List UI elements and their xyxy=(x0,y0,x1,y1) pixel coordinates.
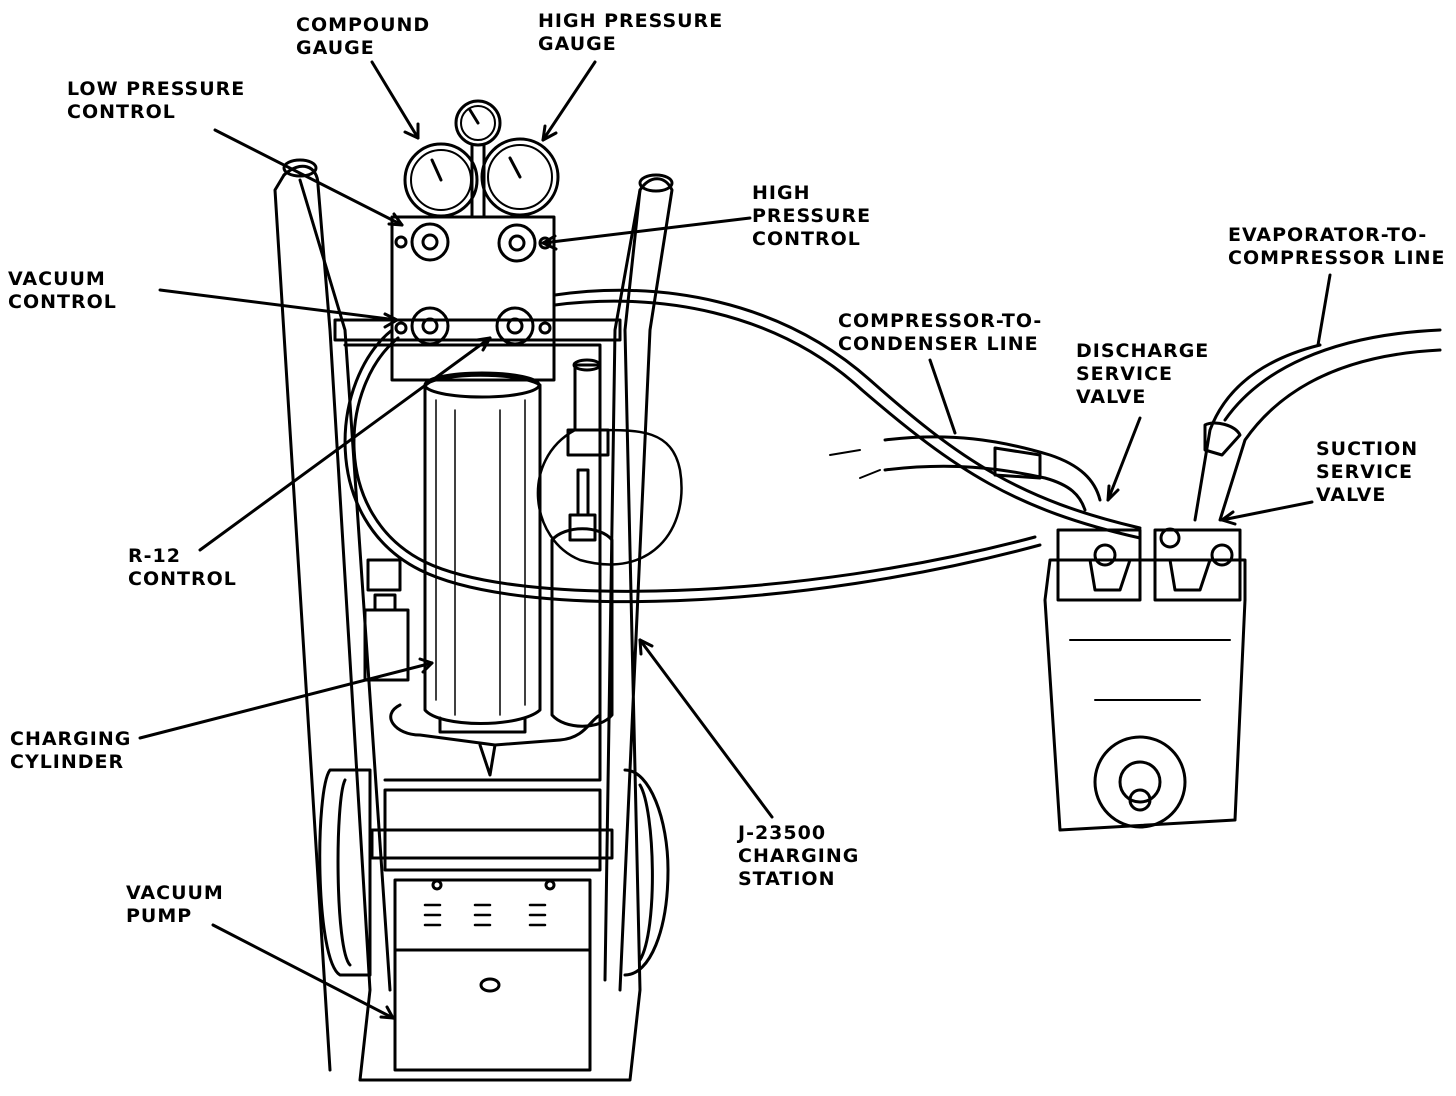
leader-lines xyxy=(138,60,1332,1020)
label-vacuum-pump: VACUUM PUMP xyxy=(126,882,224,927)
filter-canister xyxy=(363,558,410,682)
label-r12-control: R-12 CONTROL xyxy=(128,545,237,590)
label-compound-gauge: COMPOUND GAUGE xyxy=(296,14,431,59)
label-vacuum-control: VACUUM CONTROL xyxy=(8,268,117,313)
station-hoses xyxy=(343,288,1142,777)
label-suction-service-valve: SUCTION SERVICE VALVE xyxy=(1316,438,1419,506)
refrigerant-tank xyxy=(550,358,614,728)
label-charging-station: J-23500 CHARGING STATION xyxy=(738,822,860,890)
system-lines xyxy=(829,328,1442,522)
cart-wheels xyxy=(318,768,670,977)
label-discharge-service-valve: DISCHARGE SERVICE VALVE xyxy=(1076,340,1210,408)
cart-frame xyxy=(273,158,674,1082)
label-low-pressure-control: LOW PRESSURE CONTROL xyxy=(67,78,246,123)
label-high-pressure-control: HIGH PRESSURE CONTROL xyxy=(752,182,872,250)
compressor xyxy=(1043,527,1247,832)
vacuum-pump xyxy=(370,788,614,1072)
label-charging-cylinder: CHARGING CYLINDER xyxy=(10,728,132,773)
label-evaporator-to-compressor-line: EVAPORATOR-TO- COMPRESSOR LINE xyxy=(1228,224,1446,269)
label-compressor-to-condenser-line: COMPRESSOR-TO- CONDENSER LINE xyxy=(838,310,1043,355)
label-high-pressure-gauge: HIGH PRESSURE GAUGE xyxy=(538,10,724,55)
manifold-block xyxy=(390,99,560,382)
charging-cylinder xyxy=(423,371,542,734)
